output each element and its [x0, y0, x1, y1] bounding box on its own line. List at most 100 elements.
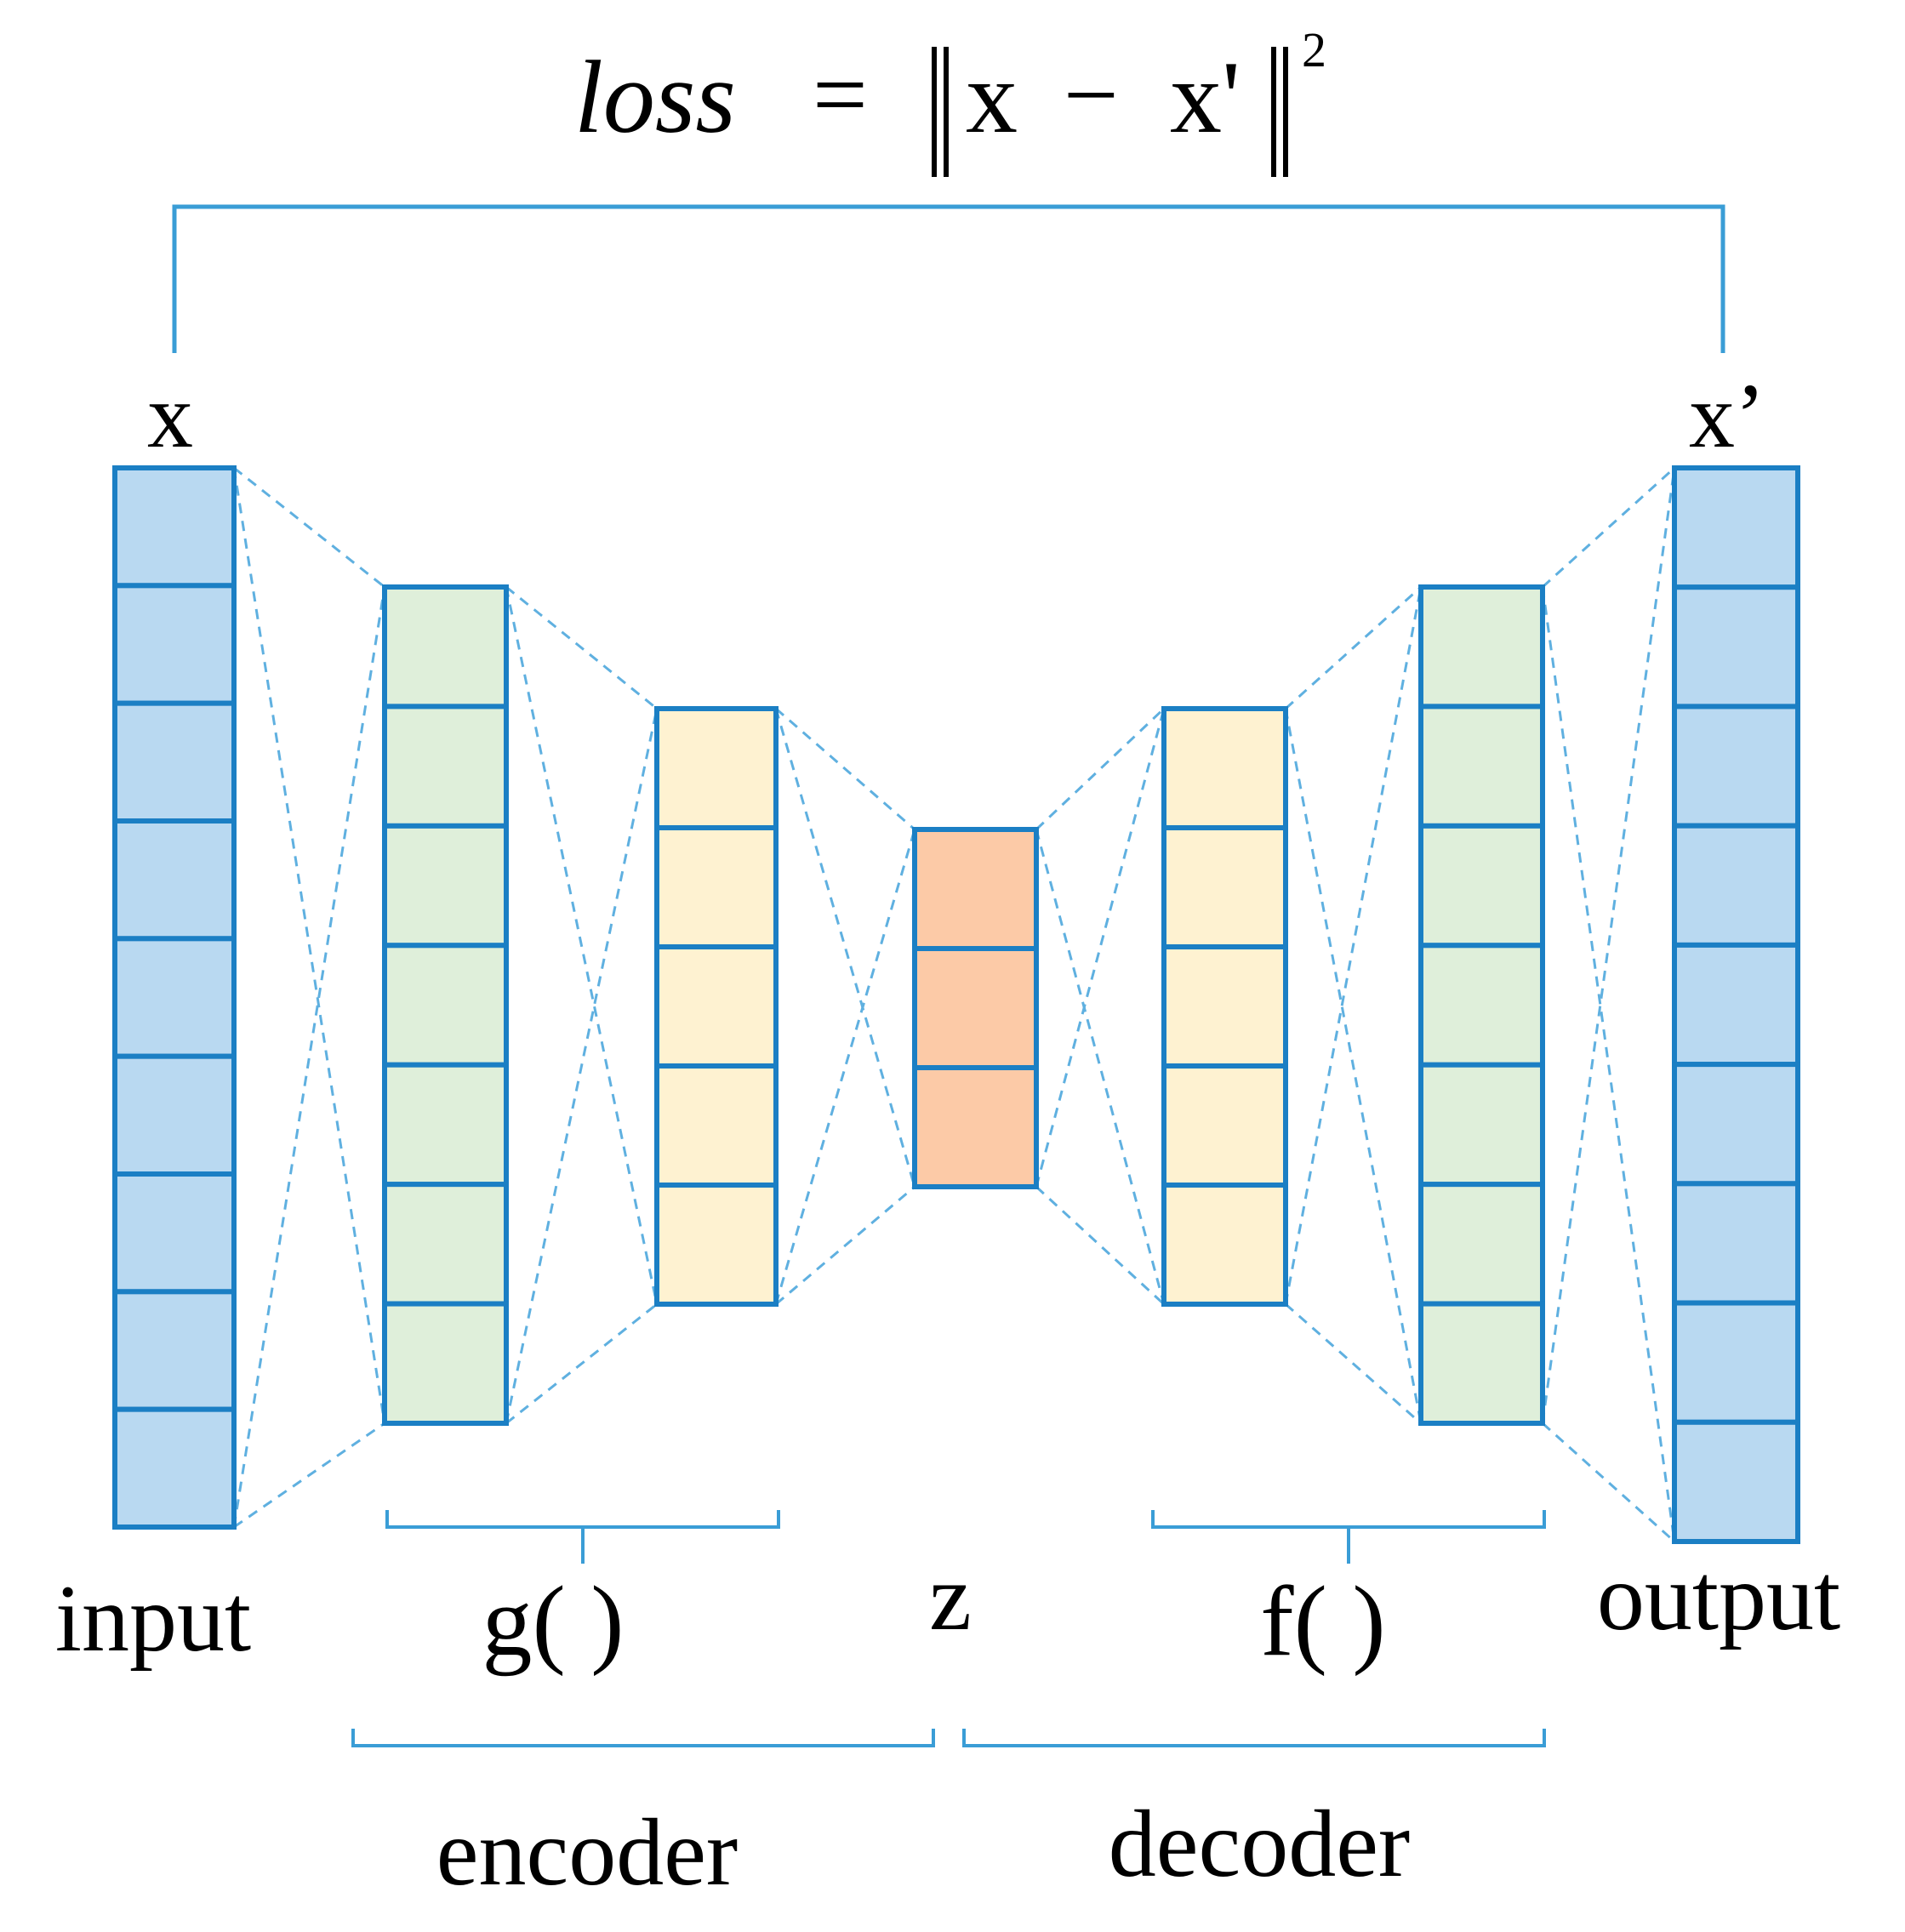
layer-unit — [382, 823, 509, 949]
decoder-hidden-layer-2 — [1418, 584, 1545, 1426]
layer-unit — [112, 465, 237, 589]
loss-x-prime: x' — [1170, 40, 1241, 155]
layer-unit — [1672, 1181, 1800, 1306]
z-label: z — [929, 1545, 972, 1650]
loss-equals: = — [813, 41, 868, 149]
connection-line — [1284, 708, 1423, 1424]
layer-unit — [1161, 825, 1288, 949]
output-label: output — [1597, 1545, 1840, 1650]
loss-bracket — [172, 204, 1725, 353]
layer-unit — [1418, 584, 1545, 710]
layer-unit — [654, 944, 779, 1069]
layer-unit — [912, 946, 1039, 1070]
connection-line — [775, 1185, 915, 1306]
latent-layer-z — [912, 827, 1039, 1189]
layer-unit — [654, 1063, 779, 1188]
layer-unit — [1672, 465, 1800, 590]
layer-unit — [1672, 584, 1800, 710]
layer-unit — [1672, 1419, 1800, 1545]
decoder-hidden-layer-1 — [1161, 706, 1288, 1307]
layer-unit — [1418, 704, 1545, 829]
layer-unit — [1672, 823, 1800, 948]
connection-line — [1541, 466, 1676, 589]
layer-unit — [1672, 1062, 1800, 1187]
loss-minus: − — [1064, 41, 1119, 149]
connection-line — [232, 467, 386, 1424]
layer-unit — [112, 1053, 237, 1177]
input-layer — [112, 465, 237, 1530]
layer-unit — [1418, 1301, 1545, 1426]
layer-unit — [1418, 943, 1545, 1068]
layer-unit — [382, 1182, 509, 1307]
layer-unit — [1161, 1063, 1288, 1188]
layer-unit — [112, 936, 237, 1059]
layer-unit — [912, 1065, 1039, 1189]
layer-unit — [382, 1062, 509, 1188]
layer-unit — [1161, 1183, 1288, 1307]
layer-unit — [1672, 942, 1800, 1068]
layer-unit — [382, 704, 509, 829]
x-label: x — [147, 366, 193, 467]
g-label: g( ) — [482, 1565, 624, 1677]
layer-unit — [112, 1289, 237, 1412]
layer-unit — [1418, 1062, 1545, 1188]
layer-unit — [654, 706, 779, 830]
encoder-bracket — [351, 1729, 935, 1747]
layer-unit — [382, 584, 509, 710]
layer-unit — [112, 1171, 237, 1295]
connection-line — [505, 585, 658, 710]
output-layer — [1672, 465, 1800, 1545]
connection-line — [1541, 1422, 1676, 1543]
connection-line — [1035, 707, 1166, 831]
encoder-hidden-layer-1 — [382, 584, 509, 1426]
layer-unit — [1418, 823, 1545, 949]
connection-line — [774, 829, 916, 1305]
network-layers — [112, 465, 1800, 1545]
connection-line — [775, 707, 915, 831]
layer-unit — [112, 1406, 237, 1530]
decoder-label: decoder — [1109, 1792, 1410, 1897]
layer-unit — [654, 1183, 779, 1307]
connection-line — [1035, 1185, 1166, 1306]
connection-line — [232, 586, 386, 1528]
encoder-hidden-layer-2 — [654, 706, 779, 1307]
encoder-label: encoder — [436, 1800, 738, 1906]
connection-line — [1284, 585, 1423, 710]
input-label: input — [55, 1566, 251, 1672]
x-prime-label: x’ — [1689, 366, 1765, 467]
connection-line — [1541, 467, 1676, 1424]
layer-unit — [1672, 704, 1800, 829]
layer-unit — [112, 818, 237, 942]
connection-line — [1284, 586, 1423, 1305]
layer-connections — [232, 466, 1676, 1543]
connection-line — [505, 1302, 658, 1425]
connection-line — [774, 708, 916, 1188]
layer-unit — [1418, 1182, 1545, 1307]
layer-unit — [1161, 944, 1288, 1069]
connection-line — [1035, 708, 1166, 1188]
connection-line — [1541, 586, 1676, 1542]
layer-unit — [654, 825, 779, 949]
g-bracket — [385, 1510, 780, 1529]
f-bracket — [1151, 1510, 1546, 1529]
layer-unit — [912, 827, 1039, 951]
connection-line — [233, 466, 385, 589]
loss-exponent: 2 — [1302, 22, 1326, 77]
connection-line — [505, 708, 659, 1424]
connection-line — [1035, 829, 1166, 1305]
layer-unit — [1161, 706, 1288, 830]
layer-unit — [112, 583, 237, 706]
loss-word: loss — [574, 40, 736, 155]
loss-formula: loss = x − x' 2 — [574, 22, 1326, 177]
layer-unit — [112, 700, 237, 824]
connection-line — [233, 1422, 385, 1529]
connection-line — [505, 586, 659, 1305]
layer-unit — [382, 943, 509, 1068]
decoder-bracket — [962, 1729, 1546, 1747]
f-label: f( ) — [1260, 1565, 1385, 1677]
connection-line — [1285, 1302, 1422, 1425]
loss-x: x — [966, 40, 1018, 155]
layer-unit — [382, 1301, 509, 1426]
layer-unit — [1672, 1300, 1800, 1425]
